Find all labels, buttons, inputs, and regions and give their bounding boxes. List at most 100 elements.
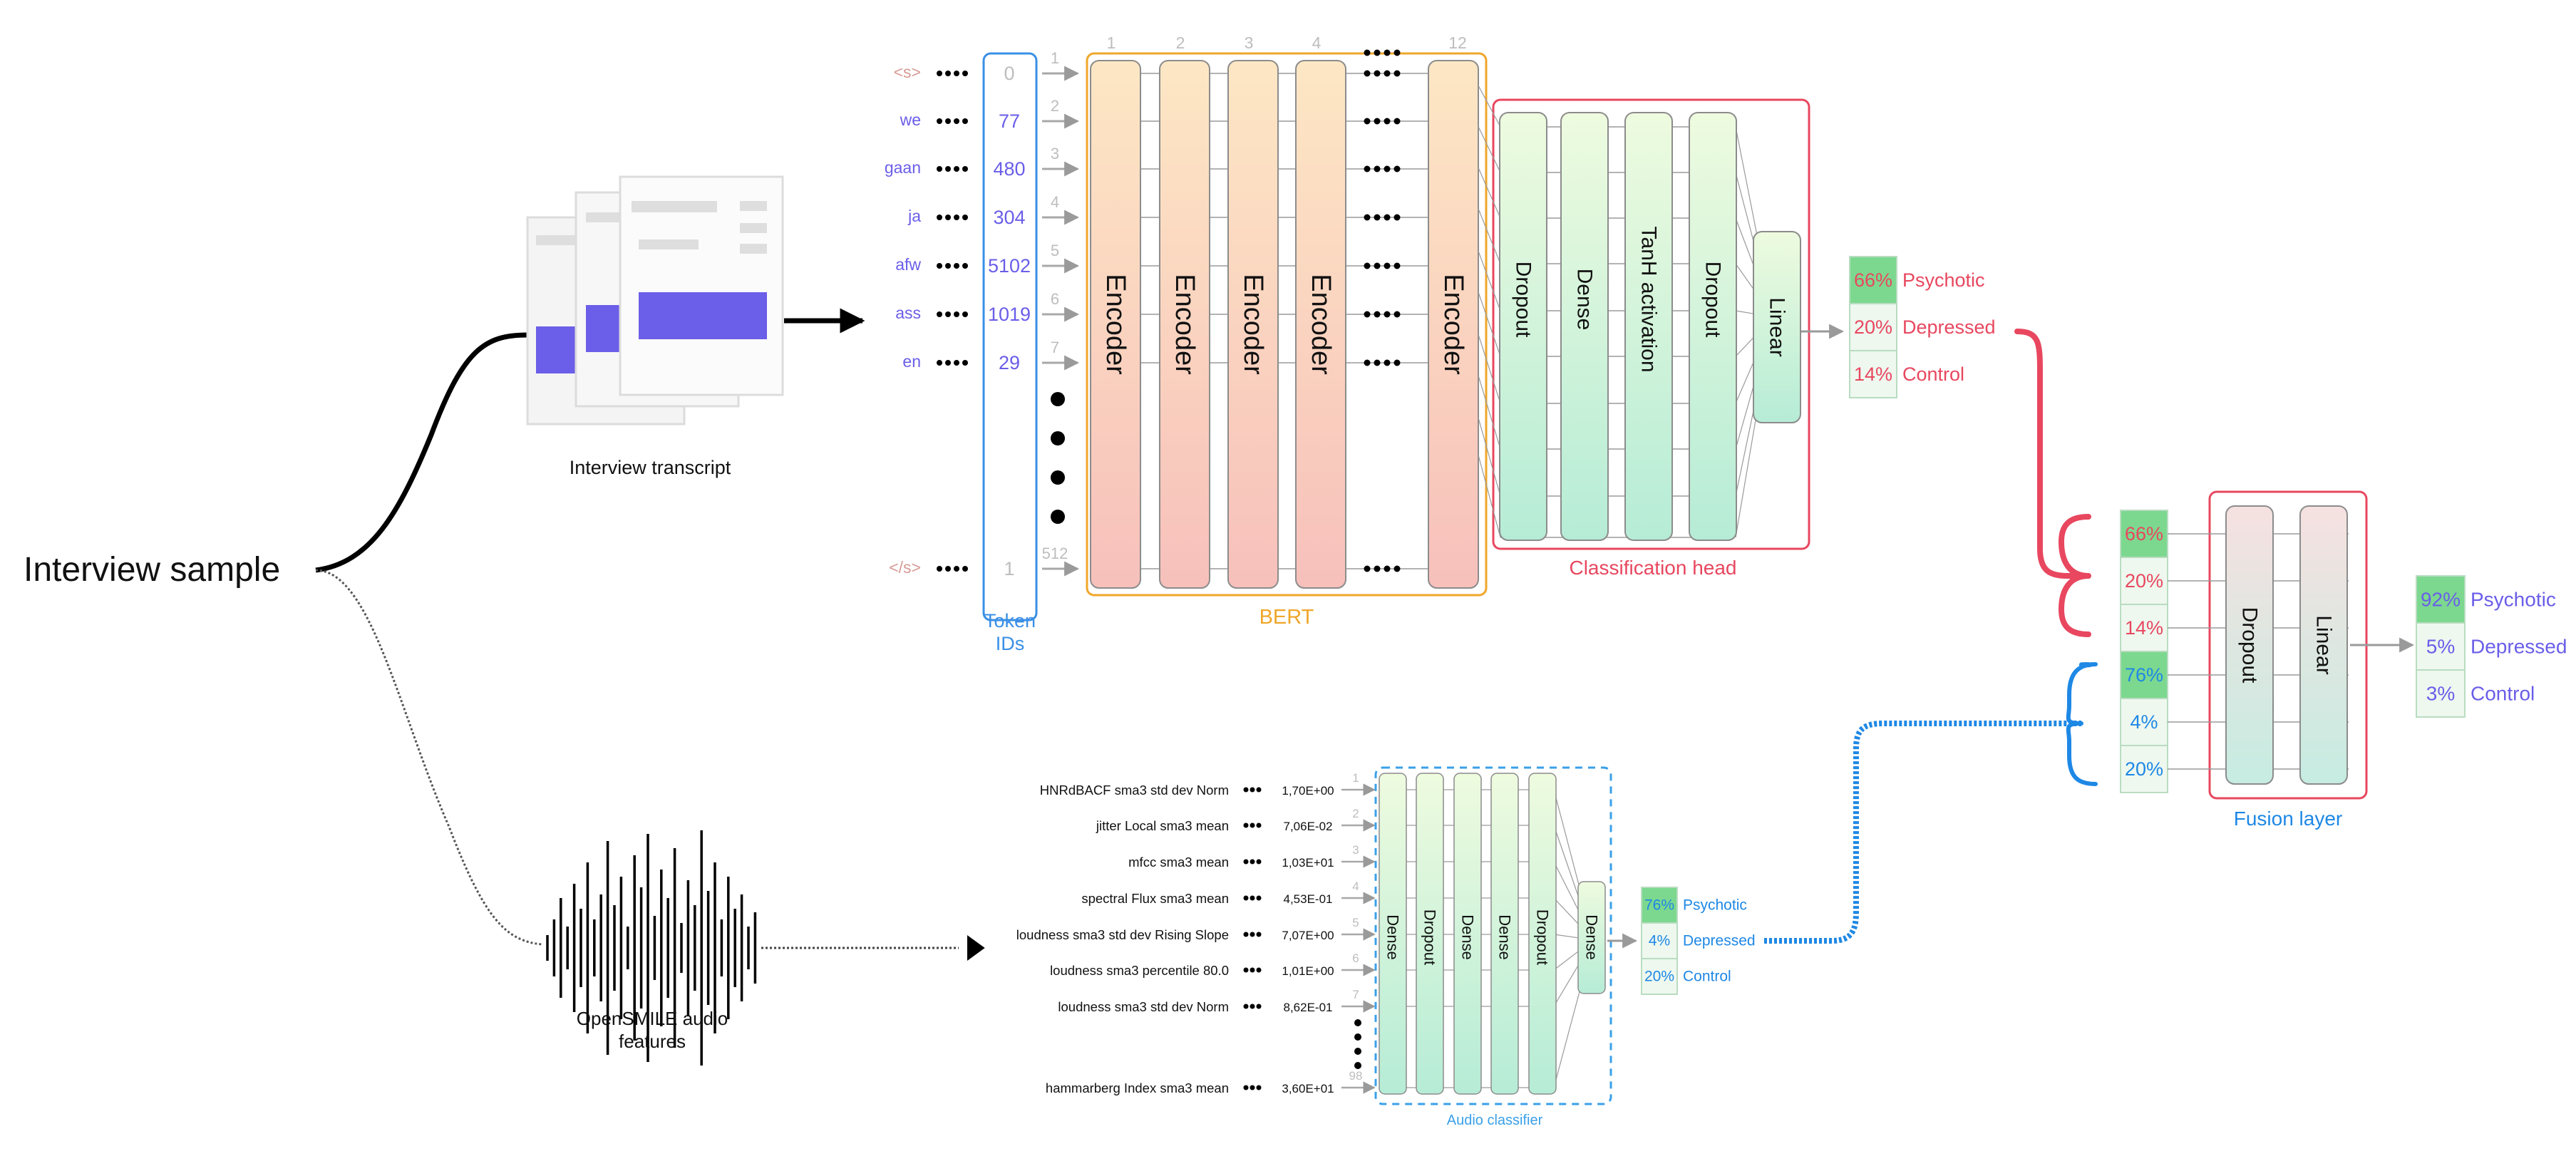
token-ellipsis-dot — [954, 118, 959, 124]
token-id: 1019 — [988, 304, 1031, 325]
token-word: gaan — [885, 158, 921, 177]
audio-output-cell — [1641, 958, 1678, 995]
token-position: 512 — [1042, 545, 1068, 562]
encoder-ellipsis-dot — [1384, 49, 1391, 56]
encoder-block — [1159, 60, 1210, 589]
audio-feature-ellipsis-dot — [1250, 859, 1255, 865]
token-ellipsis-dot — [937, 360, 942, 366]
audio-output-to-fusion-dotted — [1764, 721, 2081, 944]
head-fan-line — [1478, 85, 1501, 128]
audio-feature-value: 7,06E-02 — [1284, 820, 1333, 833]
encoder-label: Encoder — [1306, 274, 1336, 375]
text-output-class: Psychotic — [1902, 269, 1985, 291]
encoder-ellipsis-dot — [1384, 118, 1391, 125]
audio-feature-ellipsis-dot — [1256, 787, 1262, 793]
head-fan-line — [1478, 455, 1501, 538]
audio-feature-ellipsis-dot — [1243, 932, 1249, 937]
encoder-ellipsis-dot — [1374, 262, 1381, 269]
linear-layer-block — [1753, 231, 1801, 423]
encoder-block — [1090, 60, 1141, 589]
encoder-stack: Encoder1Encoder2Encoder3Encoder4Encoder1… — [1090, 33, 1479, 589]
fusion-layer-label: Dropout — [2238, 607, 2262, 684]
token-word: ass — [895, 304, 921, 322]
audio-feature-ellipsis-dot — [1250, 787, 1255, 793]
encoder-ellipsis-dot — [1374, 70, 1381, 77]
audio-feature-continuation-dot — [1354, 1048, 1361, 1055]
audio-feature-value: 7,07E+00 — [1282, 929, 1334, 942]
encoder-ellipsis-dot — [1384, 70, 1391, 77]
audio-feature-ellipsis-dot — [1256, 1085, 1262, 1090]
head-fan-line — [1478, 334, 1501, 404]
audio-output-pct: 4% — [1649, 933, 1670, 949]
audio-layer-label: Dropout — [1421, 909, 1439, 965]
token-word: </s> — [889, 558, 921, 577]
audio-feature-position: 2 — [1352, 807, 1359, 820]
token-ellipsis-dot — [962, 71, 968, 76]
encoder-ellipsis-dot — [1393, 70, 1401, 77]
fusion-input-cell — [2120, 510, 2168, 558]
head-fan-line — [1478, 418, 1501, 497]
encoder-ellipsis-dot — [1393, 311, 1401, 318]
fusion-input-stack: 66%20%14%76%4%20% — [2120, 510, 2168, 793]
audio-output-pct: 76% — [1644, 897, 1674, 914]
audio-feature-position: 3 — [1352, 843, 1359, 857]
token-ellipsis-dot — [962, 166, 968, 172]
audio-label-line1: OpenSMILE audio — [577, 1008, 728, 1029]
token-id: 1 — [1004, 558, 1014, 579]
audio-fan-line — [1553, 825, 1580, 900]
token-ellipsis-dot — [937, 166, 942, 172]
audio-label-line2: features — [619, 1031, 686, 1052]
audio-feature-ellipsis-dot — [1256, 967, 1262, 973]
audio-feature-ellipsis-dot — [1250, 1004, 1255, 1009]
token-position: 7 — [1051, 339, 1059, 356]
audio-to-fusion-brace — [2066, 662, 2098, 786]
audio-feature-ellipsis-dot — [1243, 1004, 1249, 1009]
encoder-ellipsis-dot — [1374, 118, 1381, 125]
token-ellipsis-dot — [937, 215, 942, 220]
final-output-class: Psychotic — [2471, 589, 2556, 611]
audio-feature-ellipsis-dot — [1243, 895, 1249, 901]
audio-output-class: Psychotic — [1683, 897, 1747, 914]
head-fan-line — [1478, 250, 1501, 311]
fusion-layer-label: Fusion layer — [2234, 808, 2343, 830]
encoder-ellipsis-dot — [1384, 262, 1391, 269]
linear-fan-line — [1735, 126, 1758, 236]
audio-to-features-arrowhead — [967, 935, 985, 961]
audio-output-pct: 20% — [1644, 969, 1674, 985]
head-fan-line — [1478, 126, 1501, 173]
encoder-ellipsis-dot — [1384, 165, 1391, 172]
audio-layer-block — [1490, 773, 1519, 1095]
encoder-ellipsis-dot — [1374, 49, 1381, 56]
fusion-input-cell — [2120, 698, 2168, 746]
audio-output-class: Control — [1683, 969, 1731, 985]
classification-head-box — [1492, 98, 1810, 550]
encoder-ellipsis-dot — [1393, 214, 1401, 221]
audio-feature-position: 4 — [1352, 880, 1359, 893]
token-word: ja — [907, 207, 921, 225]
audio-feature-ellipsis-dot — [1243, 967, 1249, 973]
audio-feature-value: 3,60E+01 — [1282, 1082, 1334, 1095]
audio-feature-name: jitter Local sma3 mean — [1096, 818, 1229, 833]
token-ellipsis-dot — [945, 263, 951, 269]
token-ellipsis-dot — [962, 118, 968, 124]
head-layer-block — [1560, 112, 1609, 541]
token-ellipsis-dot — [962, 215, 968, 220]
audio-feature-continuation-dot — [1354, 1033, 1361, 1041]
encoder-ellipsis-dot — [1374, 311, 1381, 318]
token-id: 29 — [999, 352, 1020, 373]
token-position: 2 — [1051, 97, 1059, 115]
encoder-block — [1295, 60, 1346, 589]
fusion-layer-block — [2299, 505, 2348, 785]
token-ellipsis-dot — [954, 360, 959, 366]
final-output-pct: 3% — [2426, 683, 2455, 705]
transcript-label: Interview transcript — [570, 457, 731, 478]
audio-layer-block — [1416, 773, 1444, 1095]
audio-feature-name: hammarberg Index sma3 mean — [1046, 1080, 1229, 1095]
audio-output-cell — [1641, 887, 1678, 924]
token-position: 5 — [1051, 242, 1059, 259]
encoder-ellipsis-dot — [1364, 214, 1371, 221]
audio-fan-line — [1553, 934, 1580, 939]
